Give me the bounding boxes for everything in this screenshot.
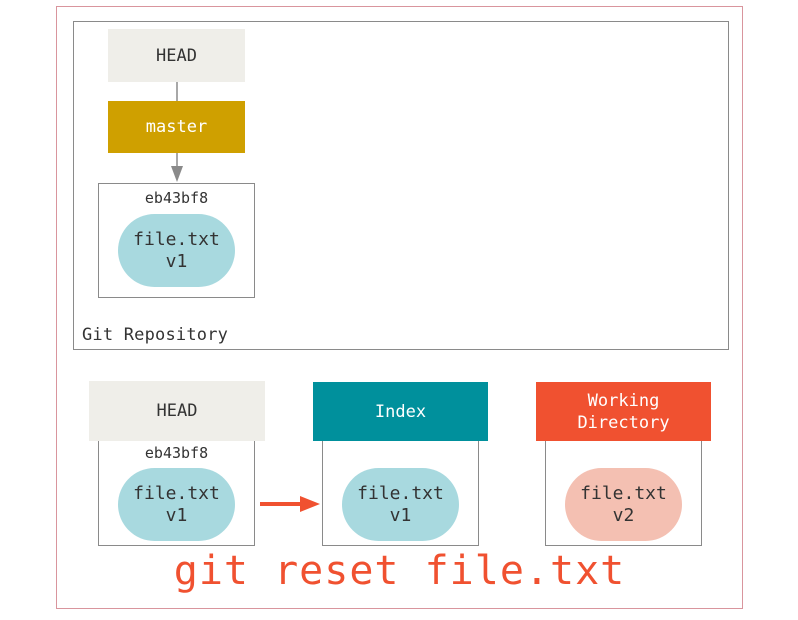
repo-head-pointer: HEAD: [108, 29, 245, 82]
head-to-index-arrowhead: [300, 496, 320, 512]
index-file-version: v1: [389, 504, 412, 526]
repo-file-blob: file.txt v1: [118, 214, 235, 287]
git-repository-panel: [73, 21, 729, 350]
index-tree-box: file.txt v1: [322, 439, 479, 546]
working-directory-box: file.txt v2: [545, 439, 702, 546]
repo-file-version: v1: [165, 250, 188, 272]
repo-commit-sha: eb43bf8: [144, 189, 209, 207]
head-file-blob: file.txt v1: [118, 468, 235, 541]
git-repository-label: Git Repository: [82, 325, 229, 345]
head-tree-box: eb43bf8 file.txt v1: [98, 439, 255, 546]
index-tree-header: Index: [313, 382, 488, 441]
working-file-version: v2: [612, 504, 635, 526]
working-file-blob: file.txt v2: [565, 468, 682, 541]
head-tree-sha: eb43bf8: [144, 444, 209, 462]
working-directory-label-line1: Working: [587, 390, 660, 411]
diagram-frame: [56, 6, 743, 609]
repo-commit-box: eb43bf8 file.txt v1: [98, 183, 255, 298]
working-directory-label-line2: Directory: [577, 412, 670, 433]
master-branch: master: [108, 101, 245, 153]
master-to-commit-arrowhead: [171, 166, 183, 182]
head-file-version: v1: [165, 504, 188, 526]
head-tree-header: HEAD: [89, 381, 265, 441]
working-file-name: file.txt: [580, 482, 667, 504]
index-file-blob: file.txt v1: [342, 468, 459, 541]
command-text: git reset file.txt: [173, 548, 626, 594]
repo-file-name: file.txt: [133, 228, 220, 250]
index-file-name: file.txt: [357, 482, 444, 504]
working-directory-header: Working Directory: [536, 382, 711, 441]
head-file-name: file.txt: [133, 482, 220, 504]
